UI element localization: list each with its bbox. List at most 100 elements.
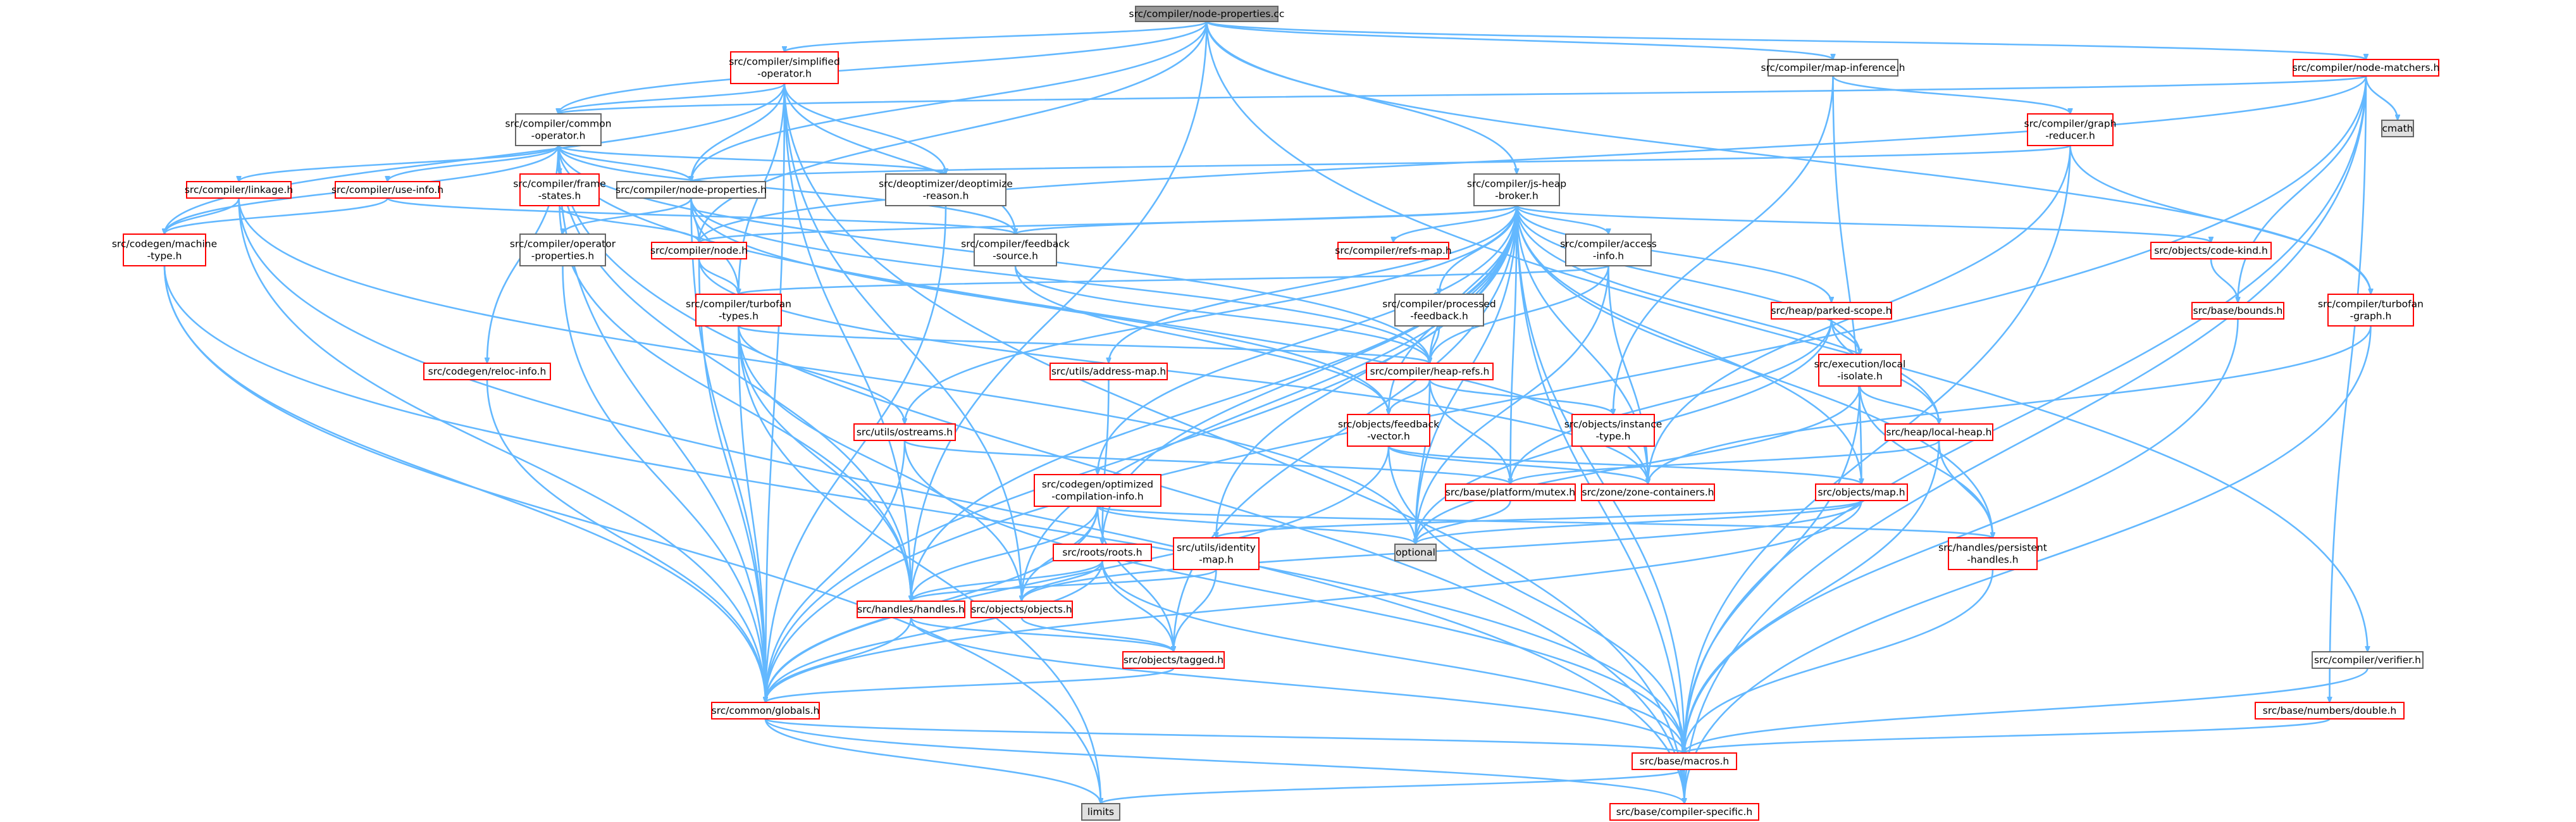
node-verifier[interactable]: src/compiler/verifier.h [2312, 651, 2424, 669]
node-tagged[interactable]: src/objects/tagged.h [1122, 651, 1225, 669]
node-common-operator[interactable]: src/compiler/common-operator.h [505, 113, 612, 146]
node-frame-states[interactable]: src/compiler/frame-states.h [513, 173, 606, 206]
node-label: src/compiler/node-matchers.h [2293, 62, 2440, 73]
node-label: src/compiler/turbofan [686, 299, 791, 310]
node-optional[interactable]: optional [1394, 544, 1437, 561]
node-zone-containers[interactable]: src/zone/zone-containers.h [1581, 483, 1715, 501]
node-numbers-double[interactable]: src/base/numbers/double.h [2255, 702, 2405, 719]
node-label: -properties.h [531, 251, 594, 262]
node-persistent-handles[interactable]: src/handles/persistent-handles.h [1938, 537, 2047, 570]
node-feedback-vector[interactable]: src/objects/feedback-vector.h [1338, 414, 1439, 447]
node-graph-reducer[interactable]: src/compiler/graph-reducer.h [2024, 113, 2117, 146]
node-machine-type[interactable]: src/codegen/machine-type.h [112, 234, 217, 266]
node-box [1347, 414, 1430, 447]
node-js-heap-broker[interactable]: src/compiler/js-heap-broker.h [1467, 173, 1566, 206]
node-label: src/compiler/use-info.h [331, 184, 443, 196]
edge-root-to-simplified-operator [784, 20, 1208, 53]
node-box [1034, 474, 1161, 507]
node-macros[interactable]: src/base/macros.h [1632, 752, 1737, 770]
edge-globals-to-macros [764, 718, 1685, 754]
node-label: src/codegen/machine [112, 239, 217, 250]
node-operator-properties[interactable]: src/compiler/operator-properties.h [510, 234, 616, 266]
node-box [970, 601, 1073, 618]
node-node-matchers[interactable]: src/compiler/node-matchers.h [2293, 59, 2440, 77]
node-processed-feedback[interactable]: src/compiler/processed-feedback.h [1382, 294, 1496, 327]
node-bounds[interactable]: src/base/bounds.h [2191, 302, 2284, 320]
node-box [519, 234, 606, 266]
edge-persistent-handles-to-macros [1685, 569, 1994, 753]
edge-node-properties-h-to-heap-refs [690, 197, 1430, 363]
node-turbofan-graph[interactable]: src/compiler/turbofan-graph.h [2318, 294, 2424, 327]
edge-common-operator-to-feedback-source [557, 145, 1016, 234]
node-deoptimize-reason[interactable]: src/deoptimizer/deoptimize-reason.h [879, 173, 1013, 206]
node-box [515, 113, 602, 146]
node-refs-map[interactable]: src/compiler/refs-map.h [1335, 242, 1452, 259]
node-root[interactable]: src/compiler/node-properties.cc [1129, 6, 1285, 22]
edge-node-matchers-to-common-operator [559, 75, 2367, 114]
edge-map-inference-to-instance-type [1613, 75, 1834, 414]
node-label: src/compiler/refs-map.h [1335, 245, 1451, 256]
node-parked-scope[interactable]: src/heap/parked-scope.h [1771, 302, 1892, 320]
node-cmath[interactable]: cmath [2381, 120, 2414, 137]
edge-js-heap-broker-to-macros [1516, 205, 1685, 753]
node-local-isolate[interactable]: src/execution/local-isolate.h [1814, 354, 1906, 387]
node-label: src/compiler/processed [1382, 299, 1495, 310]
node-address-map[interactable]: src/utils/address-map.h [1050, 363, 1168, 380]
edge-macros-to-limits [1101, 768, 1685, 805]
node-use-info[interactable]: src/compiler/use-info.h [331, 181, 443, 199]
node-limits[interactable]: limits [1081, 803, 1120, 821]
edge-identity-map-to-handles [911, 568, 1217, 602]
edge-js-heap-broker-to-node [699, 204, 1518, 244]
node-label: -types.h [719, 311, 759, 322]
node-handles[interactable]: src/handles/handles.h [857, 601, 965, 618]
node-label: -type.h [147, 251, 182, 262]
node-box [695, 294, 782, 327]
edge-platform-mutex-to-optional [1416, 500, 1511, 544]
node-simplified-operator[interactable]: src/compiler/simplified-operator.h [729, 51, 840, 84]
node-label: optional [1396, 547, 1435, 558]
node-feedback-source[interactable]: src/compiler/feedback-source.h [961, 234, 1070, 266]
node-objects[interactable]: src/objects/objects.h [970, 601, 1073, 618]
edge-local-heap-to-platform-mutex [1511, 440, 1940, 484]
node-label: -isolate.h [1837, 371, 1883, 382]
edge-feedback-source-to-heap-refs [1014, 265, 1430, 363]
node-optimized-compilation-info[interactable]: src/codegen/optimized-compilation-info.h [1034, 474, 1161, 507]
node-label: src/codegen/reloc-info.h [428, 366, 547, 377]
node-linkage[interactable]: src/compiler/linkage.h [185, 181, 293, 199]
node-label: src/base/platform/mutex.h [1446, 487, 1575, 498]
node-local-heap[interactable]: src/heap/local-heap.h [1885, 423, 1993, 441]
node-globals[interactable]: src/common/globals.h [711, 702, 820, 719]
node-label: src/objects/tagged.h [1124, 654, 1223, 666]
node-instance-type[interactable]: src/objects/instance-type.h [1564, 414, 1663, 447]
node-node[interactable]: src/compiler/node.h [650, 242, 748, 259]
node-box [2255, 702, 2405, 719]
node-compiler-specific[interactable]: src/base/compiler-specific.h [1609, 803, 1759, 821]
node-ostreams[interactable]: src/utils/ostreams.h [853, 423, 956, 441]
node-label: -graph.h [2350, 311, 2392, 322]
edge-turbofan-types-to-limits [738, 325, 1101, 804]
node-node-properties-h[interactable]: src/compiler/node-properties.h [616, 181, 767, 199]
node-label: src/zone/zone-containers.h [1582, 487, 1714, 498]
edge-optimized-compilation-info-to-persistent-handles [1096, 505, 1993, 539]
edge-roots-to-handles [911, 560, 1103, 601]
edge-reloc-info-to-globals [486, 379, 765, 702]
node-roots[interactable]: src/roots/roots.h [1053, 544, 1152, 561]
edge-objects-map-to-globals [765, 500, 1862, 702]
node-box [2312, 651, 2424, 669]
node-platform-mutex[interactable]: src/base/platform/mutex.h [1445, 483, 1576, 501]
node-label: src/compiler/verifier.h [2314, 654, 2421, 666]
node-turbofan-types[interactable]: src/compiler/turbofan-types.h [686, 294, 791, 327]
edge-js-heap-broker-to-local-heap [1516, 205, 1940, 424]
node-code-kind[interactable]: src/objects/code-kind.h [2150, 242, 2272, 259]
node-box [1473, 173, 1560, 206]
node-access-info[interactable]: src/compiler/access-info.h [1560, 234, 1657, 266]
edge-deoptimize-reason-to-globals [765, 205, 947, 702]
node-box [335, 181, 440, 199]
node-reloc-info[interactable]: src/codegen/reloc-info.h [423, 363, 551, 380]
edge-local-isolate-to-local-heap [1859, 385, 1939, 424]
node-identity-map[interactable]: src/utils/identity-map.h [1173, 537, 1260, 570]
node-map-inference[interactable]: src/compiler/map-inference.h [1761, 59, 1905, 77]
node-objects-map[interactable]: src/objects/map.h [1815, 483, 1908, 501]
node-heap-refs[interactable]: src/compiler/heap-refs.h [1366, 363, 1494, 380]
edge-access-info-to-optional [1416, 265, 1609, 544]
